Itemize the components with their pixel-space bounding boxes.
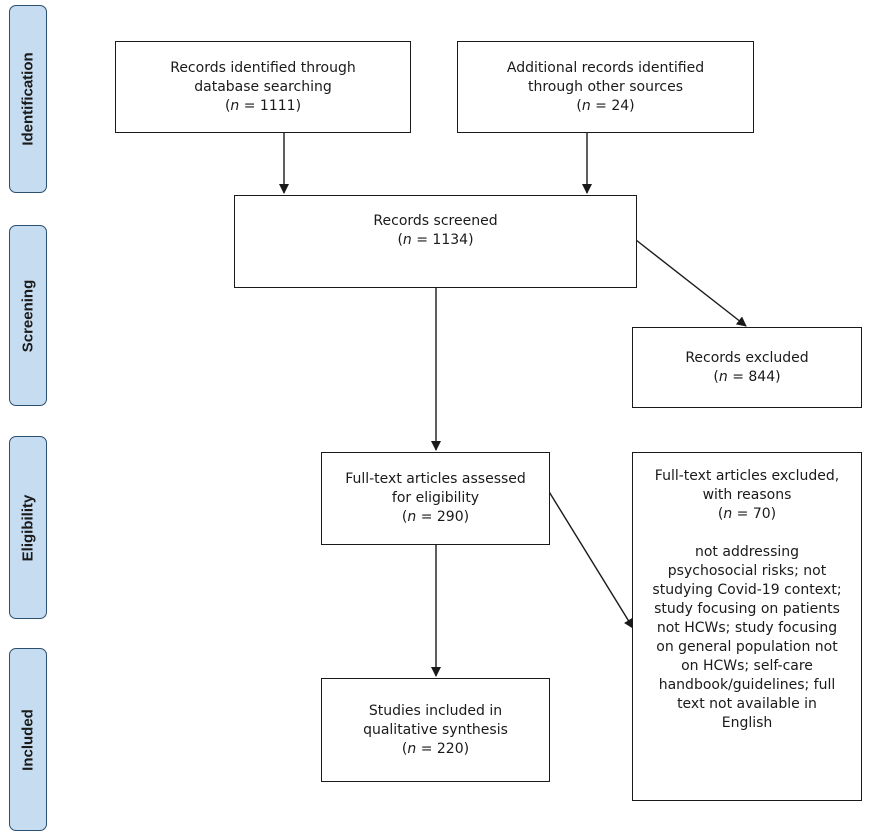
box-other-count: (n = 24) bbox=[576, 97, 635, 114]
box-screened-count: (n = 1134) bbox=[397, 232, 474, 248]
box-fte-line-1: Full-text articles excluded, bbox=[654, 468, 840, 484]
box-other-line-1: Additional records identified bbox=[506, 59, 705, 76]
arrow-screened-to-excluded bbox=[635, 239, 747, 327]
box-fte-line-2: with reasons bbox=[702, 487, 792, 503]
box-included-line-1: Studies included in bbox=[368, 702, 503, 719]
box-fte-reason: English bbox=[721, 715, 773, 731]
box-fte-reason: psychosocial risks; not bbox=[667, 563, 827, 579]
box-other-sources: Additional records identified through ot… bbox=[457, 41, 754, 133]
box-fulltext-assessed: Full-text articles assessed for eligibil… bbox=[321, 452, 550, 545]
phase-included: Included bbox=[9, 648, 47, 831]
box-other-line-2: through other sources bbox=[528, 78, 683, 95]
box-fte-count: (n = 70) bbox=[717, 506, 777, 522]
phase-identification: Identification bbox=[9, 5, 47, 193]
box-excluded-count: (n = 844) bbox=[713, 368, 781, 385]
box-fte-reason: on HCWs; self-care bbox=[681, 658, 813, 674]
box-database-line-1: Records identified through bbox=[170, 59, 356, 76]
box-fte-reason: text not available in bbox=[677, 696, 817, 712]
box-database-count: (n = 1111) bbox=[224, 97, 302, 114]
box-fulltext-line-2: for eligibility bbox=[391, 490, 480, 506]
box-included-count: (n = 220) bbox=[401, 740, 470, 757]
box-fte-reason: study focusing on patients bbox=[654, 601, 840, 617]
box-fte-reason: handbook/guidelines; full bbox=[658, 677, 836, 693]
box-records-screened: Records screened (n = 1134) bbox=[234, 195, 637, 288]
box-screened-line-1: Records screened bbox=[373, 213, 498, 229]
box-studies-included: Studies included in qualitative synthesi… bbox=[321, 678, 550, 782]
arrow-fulltext-to-excluded bbox=[547, 489, 634, 629]
box-fulltext-excluded: Full-text articles excluded, with reason… bbox=[632, 452, 862, 801]
phase-screening: Screening bbox=[9, 225, 47, 406]
box-fte-reason: not addressing bbox=[694, 544, 800, 560]
box-database-line-2: database searching bbox=[194, 78, 332, 95]
box-fulltext-count: (n = 290) bbox=[401, 509, 470, 525]
box-fte-reason: studying Covid-19 context; bbox=[652, 582, 842, 598]
box-database-records: Records identified through database sear… bbox=[115, 41, 411, 133]
box-fte-reason: on general population not bbox=[656, 639, 838, 655]
box-fte-reason: not HCWs; study focusing bbox=[656, 620, 838, 636]
box-fulltext-line-1: Full-text articles assessed bbox=[345, 471, 526, 487]
box-excluded-line-1: Records excluded bbox=[685, 349, 809, 366]
phase-eligibility: Eligibility bbox=[9, 436, 47, 619]
box-included-line-2: qualitative synthesis bbox=[363, 721, 508, 738]
box-records-excluded: Records excluded (n = 844) bbox=[632, 327, 862, 408]
